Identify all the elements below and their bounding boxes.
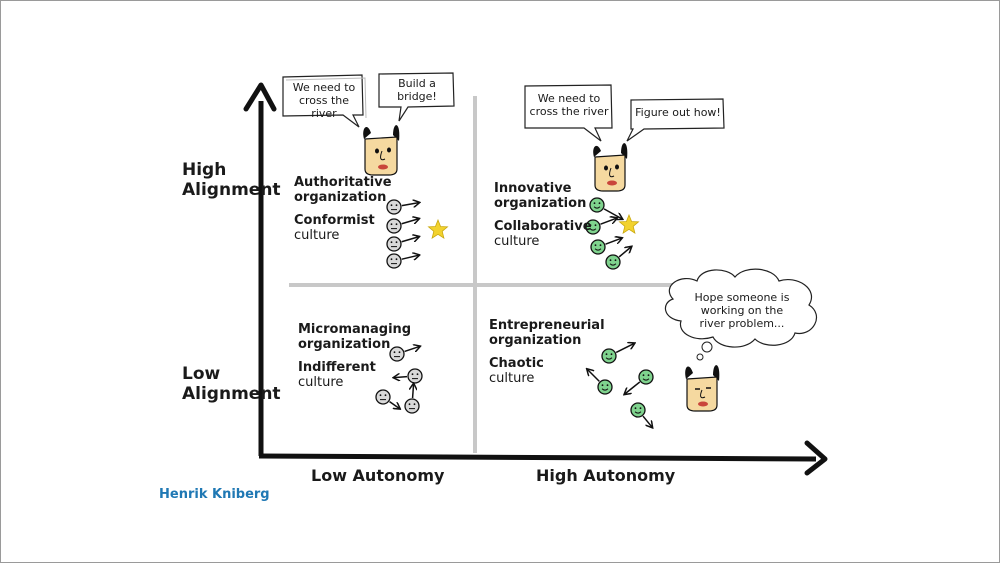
direction-arrow: [625, 381, 641, 394]
x-axis: [258, 453, 817, 462]
culture-type: Chaotic: [489, 355, 544, 371]
direction-arrow: [401, 255, 419, 259]
goal-star-top-right: [618, 213, 640, 234]
leader-figure-bottom-right: [685, 365, 720, 412]
team-member-face: [585, 218, 616, 235]
quadrant-top-right-label: Innovative organization Collaborative cu…: [494, 181, 592, 250]
culture-type: Collaborative: [494, 218, 592, 234]
org-type: Entrepreneurial organization: [489, 318, 605, 348]
speech-bubble-tr-2: [626, 98, 725, 142]
x-axis-label-low: Low Autonomy: [311, 466, 445, 485]
direction-arrow: [587, 369, 600, 382]
team-member-faces: [375, 197, 654, 427]
direction-arrow: [618, 247, 631, 258]
org-type: Innovative organization: [494, 181, 587, 211]
direction-arrow: [401, 203, 419, 206]
team-member-face: [386, 237, 419, 252]
quadrant-bottom-left-label: Micromanaging organization Indifferent c…: [298, 322, 412, 391]
speech-bubble-tl-1: [282, 74, 367, 128]
team-member-face: [389, 346, 420, 362]
org-type: Micromanaging organization: [298, 322, 412, 352]
direction-arrow: [401, 219, 419, 225]
direction-arrow: [394, 377, 408, 378]
culture-type: Indifferent: [298, 359, 376, 375]
culture-type: Conformist: [294, 212, 375, 228]
y-axis-label-high: High Alignment: [182, 160, 281, 200]
thought-bubble-br: [664, 268, 817, 361]
direction-arrow: [401, 237, 419, 243]
quadrant-top-left-label: Authoritative organization Conformist cu…: [294, 175, 392, 244]
culture-word: culture: [494, 233, 540, 249]
thought-text-br: Hope someone is working on the river pro…: [694, 291, 790, 331]
speech-bubble-tr-1: [524, 84, 613, 142]
quadrant-bottom-right-label: Entrepreneurial organization Chaotic cul…: [489, 318, 605, 387]
team-member-face: [386, 200, 419, 215]
direction-arrow: [605, 238, 621, 245]
direction-arrow: [413, 384, 414, 399]
speech-text-tl-1: We need to cross the river: [292, 81, 356, 121]
team-member-face: [587, 369, 613, 395]
speech-bubble-tl-2: [378, 72, 455, 122]
y-axis-arrowhead: [243, 82, 277, 112]
culture-word: culture: [294, 227, 340, 243]
team-member-face: [404, 384, 420, 414]
goal-star-top-left: [427, 218, 449, 239]
speech-text-tr-1: We need to cross the river: [529, 92, 609, 119]
team-member-face: [375, 389, 400, 409]
speech-text-tr-2: Figure out how!: [635, 106, 721, 119]
team-member-face: [386, 254, 419, 269]
author-credit: Henrik Kniberg: [159, 487, 270, 502]
x-axis-label-high: High Autonomy: [536, 466, 676, 485]
team-member-face: [589, 197, 622, 219]
x-axis-arrowhead: [804, 440, 828, 476]
team-member-face: [605, 247, 631, 270]
team-member-face: [630, 402, 652, 427]
direction-arrow: [600, 218, 616, 225]
direction-arrow: [642, 415, 652, 427]
team-member-face: [601, 343, 634, 364]
leader-figure-top-left: [363, 125, 400, 176]
speech-text-tl-2: Build a bridge!: [397, 77, 437, 104]
direction-arrow: [603, 208, 622, 219]
team-member-face: [394, 368, 423, 384]
leader-figure-top-right: [593, 143, 628, 192]
team-member-face: [386, 219, 419, 234]
direction-arrow: [389, 400, 400, 409]
team-member-face: [625, 369, 654, 394]
org-type: Authoritative organization: [294, 175, 392, 205]
culture-word: culture: [489, 370, 535, 386]
culture-word: culture: [298, 374, 344, 390]
direction-arrow: [404, 346, 420, 353]
team-member-face: [590, 238, 621, 255]
direction-arrow: [615, 343, 634, 354]
y-axis-label-low: Low Alignment: [182, 364, 281, 404]
